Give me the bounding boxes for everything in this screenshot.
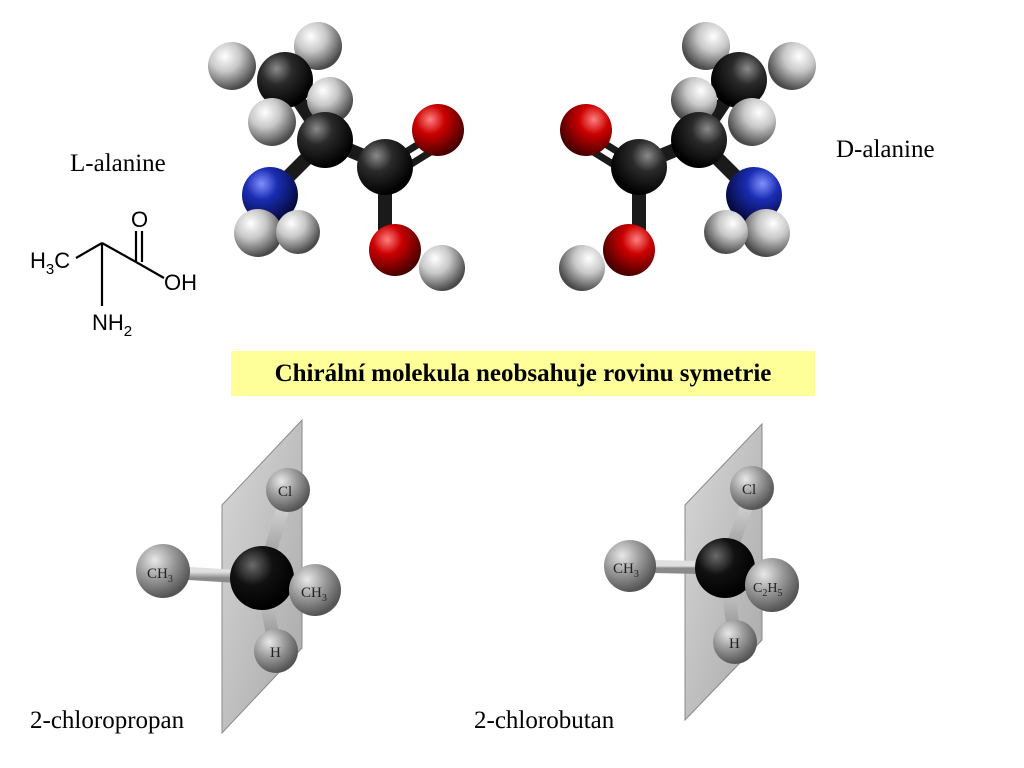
bond-line	[135, 261, 165, 279]
carbon-atom	[257, 52, 313, 108]
hydrogen-atom	[254, 629, 298, 673]
d-alanine-ball-model	[559, 22, 816, 291]
carbon-atom	[611, 139, 667, 195]
hydrogen-atom	[768, 42, 816, 90]
central-carbon-atom	[695, 538, 755, 598]
h3c-label: H3C	[30, 248, 70, 278]
central-carbon-atom	[230, 546, 294, 610]
ethyl-group	[745, 558, 799, 612]
ch3-right-atom-label: CH3	[301, 585, 327, 604]
ch3-atom-label: CH3	[613, 561, 639, 580]
oxygen-label: O	[131, 207, 148, 232]
h-atom-label: H	[270, 645, 281, 661]
chlorine-atom	[266, 468, 310, 512]
hydrogen-atom	[234, 209, 282, 257]
cl-atom-label: Cl	[742, 482, 756, 498]
hydrogen-atom	[307, 77, 353, 123]
oxygen-atom	[560, 104, 612, 156]
oh-label: OH	[164, 270, 197, 295]
c2h5-atom-label: C2H5	[753, 581, 782, 599]
oxygen-atom	[603, 224, 655, 276]
chloropropan-label: 2-chloropropan	[30, 707, 185, 734]
hydrogen-atom	[276, 210, 320, 254]
nh2-label: NH2	[92, 310, 132, 340]
hydrogen-atom	[419, 245, 465, 291]
alanine-skeletal-formula: H3C O OH NH2	[30, 207, 197, 340]
l-alanine-ball-model	[208, 22, 465, 291]
hydrogen-atom	[742, 209, 790, 257]
bond-line	[101, 242, 137, 263]
chloropropan-model: Cl CH3 CH3 H	[136, 418, 341, 735]
hydrogen-atom	[248, 98, 296, 146]
l-alanine-label: L-alanine	[70, 150, 166, 177]
carbon-atom	[711, 52, 767, 108]
bond-line	[75, 242, 103, 259]
oxygen-atom	[369, 224, 421, 276]
cl-atom-label: Cl	[278, 484, 292, 500]
ch3-left-atom-label: CH3	[147, 566, 173, 585]
hydrogen-atom	[294, 22, 342, 70]
carbon-atom	[357, 139, 413, 195]
carbon-atom	[297, 112, 353, 168]
chirality-banner: Chirální molekula neobsahuje rovinu syme…	[231, 351, 815, 396]
h-atom-label: H	[729, 636, 740, 652]
methyl-group	[604, 540, 656, 592]
hydrogen-atom	[671, 77, 717, 123]
d-alanine-label: D-alanine	[836, 136, 935, 163]
nitrogen-atom	[726, 167, 782, 223]
hydrogen-atom	[559, 245, 605, 291]
methyl-group	[289, 564, 341, 616]
chlorobutan-model: Cl CH3 C2H5 H	[604, 422, 799, 722]
oxygen-atom	[412, 104, 464, 156]
hydrogen-atom	[682, 22, 730, 70]
nitrogen-atom	[242, 167, 298, 223]
hydrogen-atom	[704, 210, 748, 254]
banner-text: Chirální molekula neobsahuje rovinu syme…	[274, 359, 772, 387]
hydrogen-atom	[728, 98, 776, 146]
hydrogen-atom	[713, 620, 757, 664]
chlorine-atom	[730, 466, 774, 510]
carbon-atom	[671, 112, 727, 168]
chlorobutan-label: 2-chlorobutan	[474, 707, 615, 734]
hydrogen-atom	[208, 42, 256, 90]
methyl-group	[136, 544, 190, 598]
